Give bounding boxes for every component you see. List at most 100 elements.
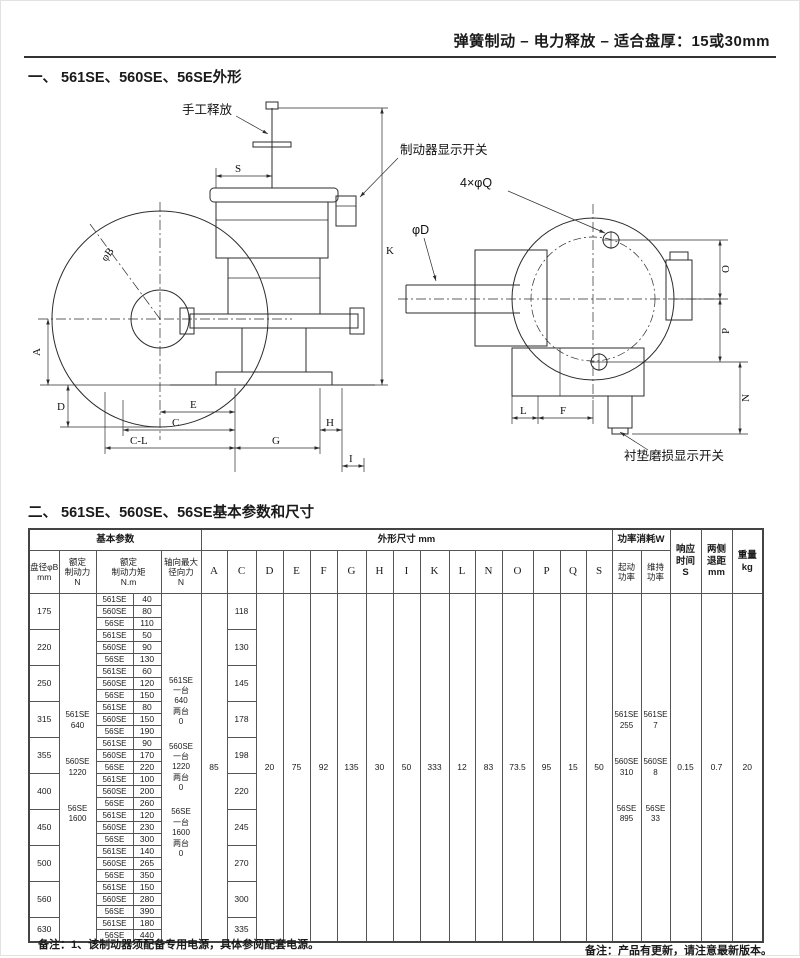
model-cell: 56SE (95, 929, 134, 943)
model-cell: 561SE (95, 629, 134, 642)
torque-cell: 265 (132, 857, 162, 870)
model-cell: 561SE (95, 917, 134, 930)
dim-col-i: I (392, 550, 421, 594)
dim-c-cell: 118 (226, 593, 257, 630)
section2-title: 二、 561SE、560SE、56SE基本参数和尺寸 (28, 505, 315, 521)
disc-diameter-cell: 560 (28, 881, 60, 918)
technical-drawing: 手工释放 制动器显示开关 φB S K A D E C H C-L G I (31, 101, 752, 472)
disc-diameter-cell: 630 (28, 917, 60, 943)
dim-col-k: K (419, 550, 450, 594)
dim-d-cell: 20 (255, 593, 284, 943)
dim-c-cell: 245 (226, 809, 257, 846)
model-cell: 561SE (95, 773, 134, 786)
model-cell: 56SE (95, 869, 134, 882)
retreat-cell: 0.7 (700, 593, 733, 943)
value-block: 56SE 一台 1600 两台 0 (171, 807, 191, 859)
dim-c-cell: 220 (226, 773, 257, 810)
dim-k-cell: 333 (419, 593, 450, 943)
retreat-header: 两侧 退距 mm (700, 528, 733, 594)
model-cell: 560SE (95, 713, 134, 726)
page-header-note: 弹簧制动 – 电力释放 – 适合盘厚：15或30mm (453, 33, 770, 50)
torque-cell: 300 (132, 833, 162, 846)
disc-diameter-cell: 400 (28, 773, 60, 810)
weight-header: 重量 kg (731, 528, 764, 594)
dim-label-f: F (560, 405, 566, 417)
model-cell: 560SE (95, 605, 134, 618)
torque-cell: 350 (132, 869, 162, 882)
value-block: 56SE 1600 (67, 803, 88, 824)
value-block: 560SE 1220 (65, 757, 90, 777)
disc-diameter-cell: 250 (28, 665, 60, 702)
value-block: 561SE 7 (643, 710, 668, 730)
rated-torque-header: 额定 制动力矩 N.m (95, 550, 162, 594)
torque-cell: 200 (132, 785, 162, 798)
disc-diameter-cell: 450 (28, 809, 60, 846)
phi-d-label: φD (412, 223, 429, 237)
dim-col-o: O (501, 550, 534, 594)
disc-diameter-cell: 175 (28, 593, 60, 630)
stacked-values: 561SE 一台 640 两台 0 560SE 一台 1220 两台 0 56SE … (162, 675, 200, 860)
torque-cell: 80 (132, 701, 162, 714)
torque-cell: 150 (132, 881, 162, 894)
torque-cell: 80 (132, 605, 162, 618)
axial-force-header: 轴向最大 径向力 N (160, 550, 202, 594)
outer-dims-header: 外形尺寸 mm (200, 528, 613, 551)
value-block: 561SE 一台 640 两台 0 (168, 675, 194, 727)
dim-col-a: A (200, 550, 228, 594)
dim-col-f: F (309, 550, 338, 594)
dim-col-d: D (255, 550, 284, 594)
header-row-2: 盘径φB mm 额定 制动力 N 额定 制动力矩 N.m 轴向最大 径向力 N … (28, 550, 763, 594)
rated-brake-force-cell: 561SE 640 560SE 1220 56SE 1600 (58, 593, 97, 943)
front-view-drawing (398, 204, 720, 435)
footnote-left: 备注：1、该制动器须配备专用电源，具体参阅配套电源。 (38, 939, 320, 951)
dim-label-phi-b: φB (99, 246, 117, 264)
model-cell: 56SE (95, 761, 134, 774)
wear-switch-label: 衬垫磨损显示开关 (624, 448, 724, 463)
value-block: 561SE 640 (65, 710, 90, 730)
dim-c-cell: 270 (226, 845, 257, 882)
model-cell: 560SE (95, 893, 134, 906)
response-time-header: 响应 时间 S (669, 528, 702, 594)
model-cell: 561SE (95, 701, 134, 714)
power-consumption-header: 功率消耗W (611, 528, 671, 551)
torque-cell: 220 (132, 761, 162, 774)
footnote-right: 备注：产品有更新，请注意最新版本。 (585, 945, 772, 957)
manual-release-label: 手工释放 (182, 102, 233, 117)
torque-cell: 150 (132, 713, 162, 726)
basic-params-header: 基本参数 (28, 528, 202, 551)
torque-cell: 100 (132, 773, 162, 786)
axial-max-radial-force-cell: 561SE 一台 640 两台 0 560SE 一台 1220 两台 0 56SE … (160, 593, 202, 943)
model-cell: 561SE (95, 593, 134, 606)
dim-col-l: L (448, 550, 476, 594)
response-time-cell: 0.15 (669, 593, 702, 943)
dim-label-c-l: C-L (130, 435, 148, 447)
dim-col-p: P (532, 550, 561, 594)
disc-diameter-cell: 315 (28, 701, 60, 738)
value-block: 560SE 一台 1220 两台 0 (168, 741, 194, 793)
dim-label-c: C (172, 417, 179, 429)
dim-col-q: Q (559, 550, 587, 594)
torque-cell: 90 (132, 737, 162, 750)
torque-cell: 110 (132, 617, 162, 630)
mounting-holes-label: 4×φQ (460, 176, 492, 190)
value-block: 560SE 310 (614, 757, 639, 777)
torque-cell: 440 (132, 929, 162, 943)
dim-c-cell: 178 (226, 701, 257, 738)
dim-label-i: I (349, 453, 353, 465)
